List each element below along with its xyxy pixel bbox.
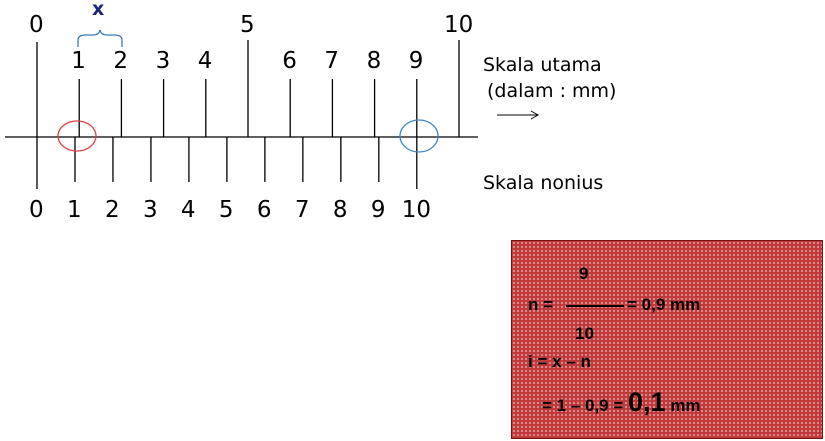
- nonius-tick-label: 2: [104, 197, 120, 223]
- formula-fraction-bar: [566, 305, 624, 307]
- formula-i-calc-prefix: = 1 – 0,9 =: [542, 396, 624, 415]
- main-tick-label: 2: [113, 48, 129, 74]
- main-tick-label: 0: [29, 12, 44, 38]
- main-tick-label: 1: [71, 48, 86, 74]
- nonius-tick-label: 7: [294, 197, 310, 223]
- main-scale-ticks: [36, 40, 460, 137]
- formula-i-calculation: = 1 – 0,9 = 0,1 mm: [542, 387, 701, 418]
- nonius-tick-label: 10: [401, 197, 432, 223]
- nonius-tick-label: 3: [142, 197, 158, 223]
- formula-denominator: 10: [575, 324, 594, 343]
- main-tick-label: 7: [324, 48, 340, 74]
- formula-box: 9 n = = 0,9 mm 10 i = x – n = 1 – 0,9 = …: [511, 240, 823, 439]
- x-marker-label: x: [92, 0, 105, 20]
- nonius-tick-label: 6: [256, 197, 272, 223]
- formula-numerator: 9: [579, 264, 589, 283]
- x-brace: [77, 29, 123, 47]
- main-tick-label: 6: [282, 48, 297, 74]
- main-tick-label: 3: [155, 48, 171, 74]
- nonius-tick-label: 1: [66, 197, 82, 223]
- nonius-tick-label: 4: [180, 197, 196, 223]
- coincidence-circle-left: [57, 120, 97, 152]
- formula-n-result: = 0,9 mm: [627, 295, 701, 314]
- main-scale-label: Skala utama: [483, 54, 602, 76]
- nonius-tick-label: 0: [29, 197, 44, 223]
- main-tick-label: 9: [408, 48, 424, 74]
- nonius-tick-label: 5: [218, 197, 234, 223]
- formula-i-definition: i = x – n: [528, 352, 591, 371]
- nonius-scale-ticks: [36, 137, 418, 189]
- main-tick-label: 4: [197, 48, 213, 74]
- nonius-scale-label: Skala nonius: [483, 172, 604, 194]
- main-tick-label: 8: [366, 48, 382, 74]
- coincidence-circle-right: [399, 119, 439, 153]
- direction-arrow-head: [530, 110, 540, 120]
- main-tick-label: 5: [240, 12, 255, 38]
- nonius-tick-label: 8: [332, 197, 348, 223]
- nonius-tick-label: 9: [370, 197, 386, 223]
- main-scale-unit: (dalam : mm): [487, 80, 617, 102]
- formula-n-lhs: n =: [528, 295, 554, 314]
- formula-i-unit: mm: [670, 396, 701, 415]
- main-tick-label: 10: [444, 12, 474, 38]
- formula-i-value: 0,1: [628, 387, 666, 417]
